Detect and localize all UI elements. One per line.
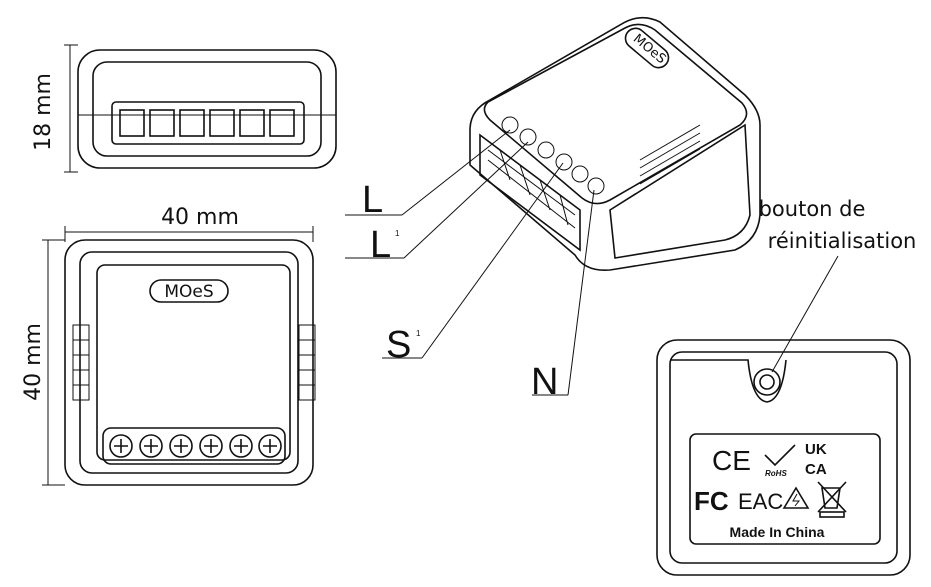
dimension-height-label: 40 mm	[21, 323, 46, 401]
reset-label-line1: bouton de	[759, 197, 866, 221]
label-L1: L	[370, 224, 391, 266]
isometric-view: MOeS	[469, 16, 761, 272]
ce-mark: CE	[712, 445, 751, 476]
high-voltage-warning-icon	[782, 486, 810, 509]
weee-bin-icon	[817, 481, 847, 518]
dimension-width-label: 40 mm	[161, 205, 239, 230]
front-view: 40 mm 40 mm MOeS	[21, 205, 316, 486]
terminal-slots	[119, 109, 295, 137]
terminal-screws	[109, 434, 282, 458]
top-view: 18 mm	[31, 44, 337, 173]
label-L1-subscript: 1	[395, 229, 400, 238]
ukca-mark-line1: UK	[805, 441, 827, 458]
brand-logo: MOeS	[164, 282, 213, 302]
side-tabs	[72, 324, 316, 401]
eac-mark: EAC	[738, 489, 783, 514]
label-S1-subscript: 1	[416, 329, 421, 338]
certification-label	[689, 433, 881, 545]
brand-logo-badge	[149, 279, 229, 303]
label-L: L	[362, 179, 383, 221]
dimension-18mm-label: 18 mm	[31, 73, 56, 151]
fcc-mark: FC	[694, 486, 729, 516]
back-view: bouton de réinitialisation CE RoHS UK CA…	[656, 197, 917, 576]
rohs-mark: RoHS	[765, 469, 787, 478]
reset-button[interactable]	[753, 368, 781, 396]
label-N: N	[531, 361, 558, 403]
reset-label-line2: réinitialisation	[768, 229, 917, 253]
rohs-check-icon	[764, 444, 796, 467]
ukca-mark-line2: CA	[805, 461, 827, 478]
label-S1: S	[386, 324, 411, 366]
made-in-china: Made In China	[730, 524, 825, 540]
3d-terminal-screws	[501, 116, 605, 195]
terminal-labels: L L 1 S 1 N	[345, 129, 595, 403]
